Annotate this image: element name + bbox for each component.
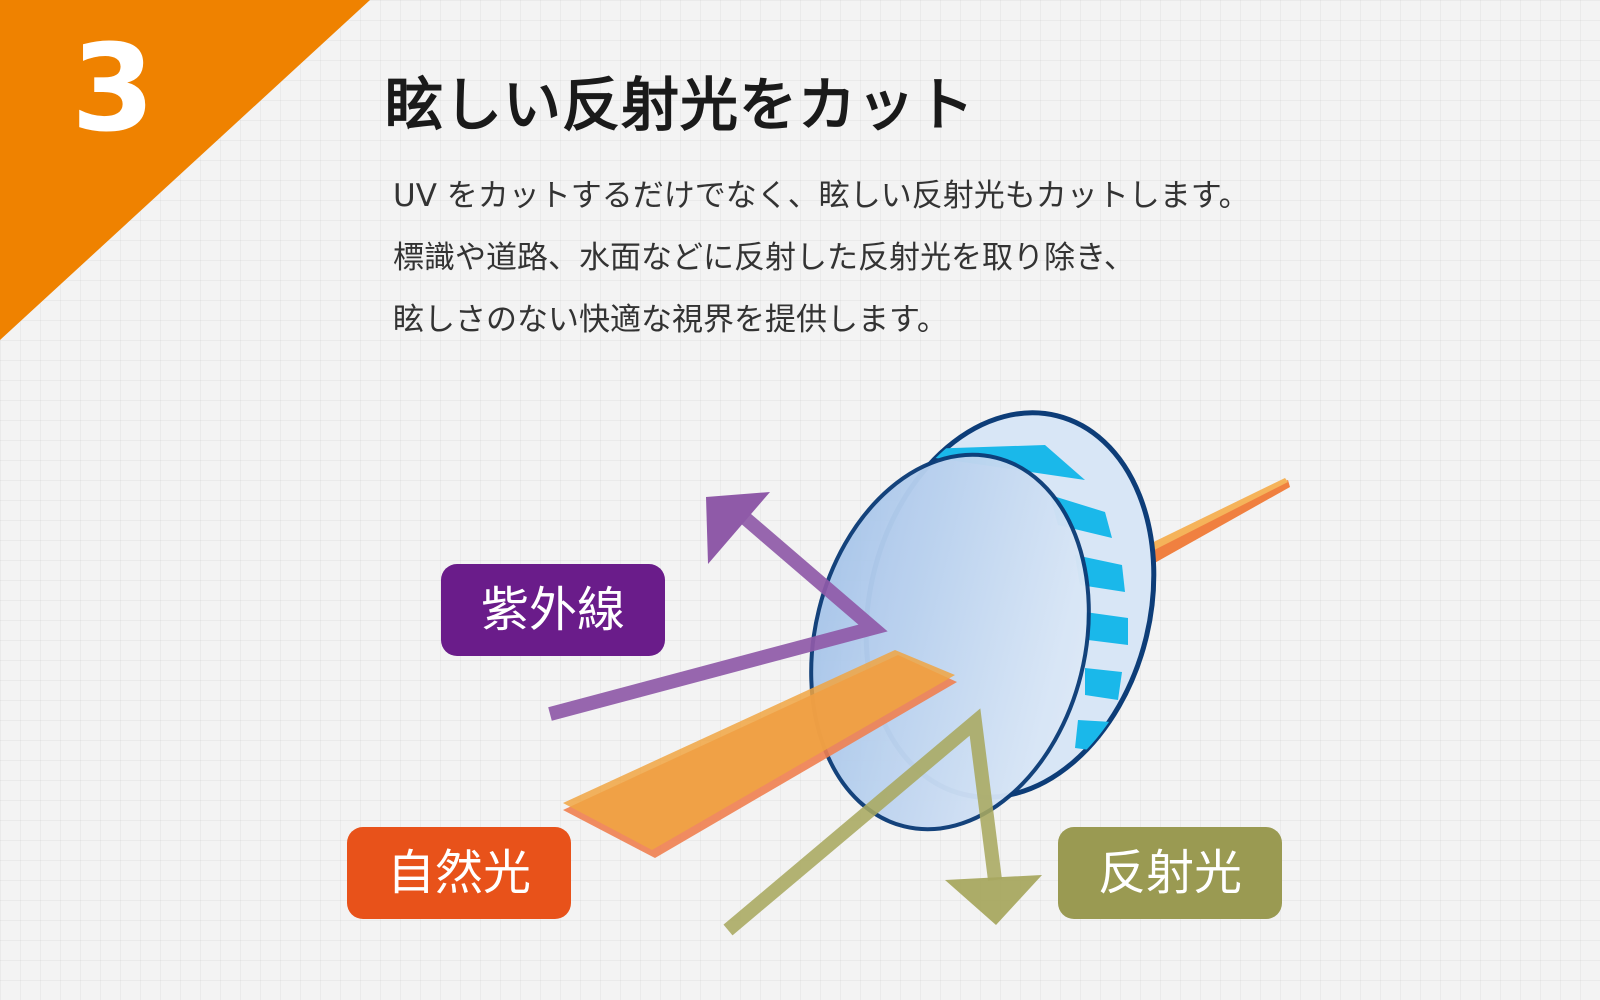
uv-ray — [548, 492, 888, 721]
description-line: UV をカットするだけでなく、眩しい反射光もカットします。 — [393, 178, 1250, 214]
description: UV をカットするだけでなく、眩しい反射光もカットします。 標識や道路、水面など… — [393, 165, 1493, 351]
reflected-light-ray — [723, 708, 1042, 936]
natural-light-beam — [563, 650, 957, 858]
lens-front-face — [809, 452, 1091, 832]
uv-label: 紫外線 — [441, 564, 665, 656]
page-title: 眩しい反射光をカット — [385, 71, 976, 139]
reflected-arrowhead — [945, 875, 1042, 925]
description-line: 標識や道路、水面などに反射した反射光を取り除き、 — [393, 240, 1135, 276]
step-number: 3 — [71, 20, 155, 159]
reflected-light-label: 反射光 — [1058, 827, 1282, 919]
natural-light-label: 自然光 — [347, 827, 571, 919]
description-line: 眩しさのない快適な視界を提供します。 — [393, 302, 948, 338]
uv-arrowhead — [706, 492, 770, 564]
